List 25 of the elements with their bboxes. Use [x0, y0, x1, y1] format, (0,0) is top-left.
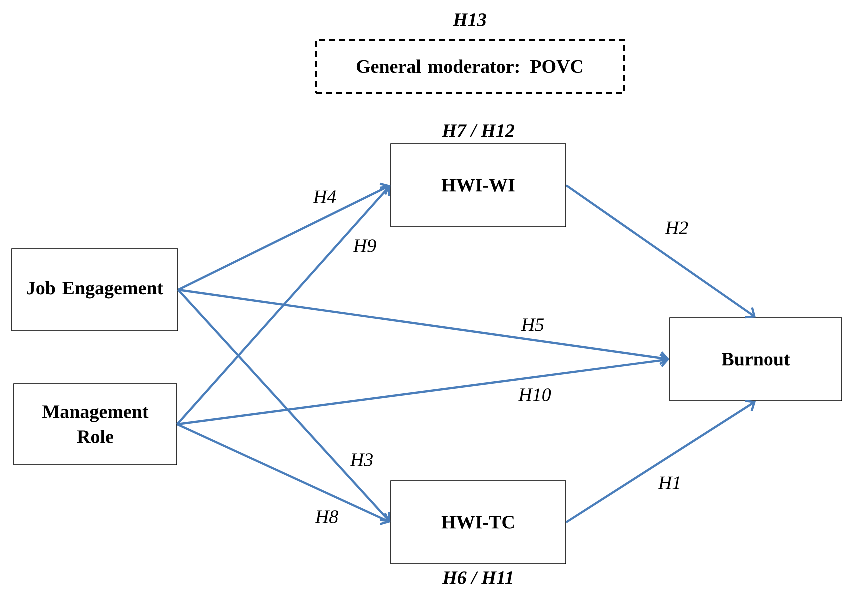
construct-box: HWI-WI	[390, 144, 566, 228]
arrow	[176, 424, 391, 526]
construct-box: Management Role	[14, 384, 178, 466]
edge-label: H3	[350, 454, 373, 466]
arrow	[178, 182, 391, 291]
hypothesis-label: H13	[452, 14, 486, 26]
construct-box: Burnout	[670, 318, 842, 402]
edge-label: H2	[665, 222, 688, 234]
edge-label: H1	[658, 476, 680, 490]
arrow	[566, 400, 756, 524]
edge-label: H9	[353, 240, 376, 252]
edge-label: H8	[315, 510, 338, 524]
arrow	[178, 289, 391, 522]
hypothesis-label: H6 / H11	[442, 572, 512, 584]
arrow	[176, 186, 391, 426]
construct-box: Job Engagement	[12, 248, 178, 332]
arrow	[177, 354, 670, 426]
construct-box: HWI-TC	[390, 480, 566, 564]
hypothesis-label: H7 / H12	[442, 124, 514, 138]
edge-label: H5	[521, 318, 544, 332]
moderator-box: General moderator: POVC	[315, 39, 625, 94]
edge-label: H4	[313, 190, 336, 204]
edge-label: H10	[518, 388, 552, 402]
arrow	[566, 184, 756, 319]
arrow	[178, 288, 670, 366]
